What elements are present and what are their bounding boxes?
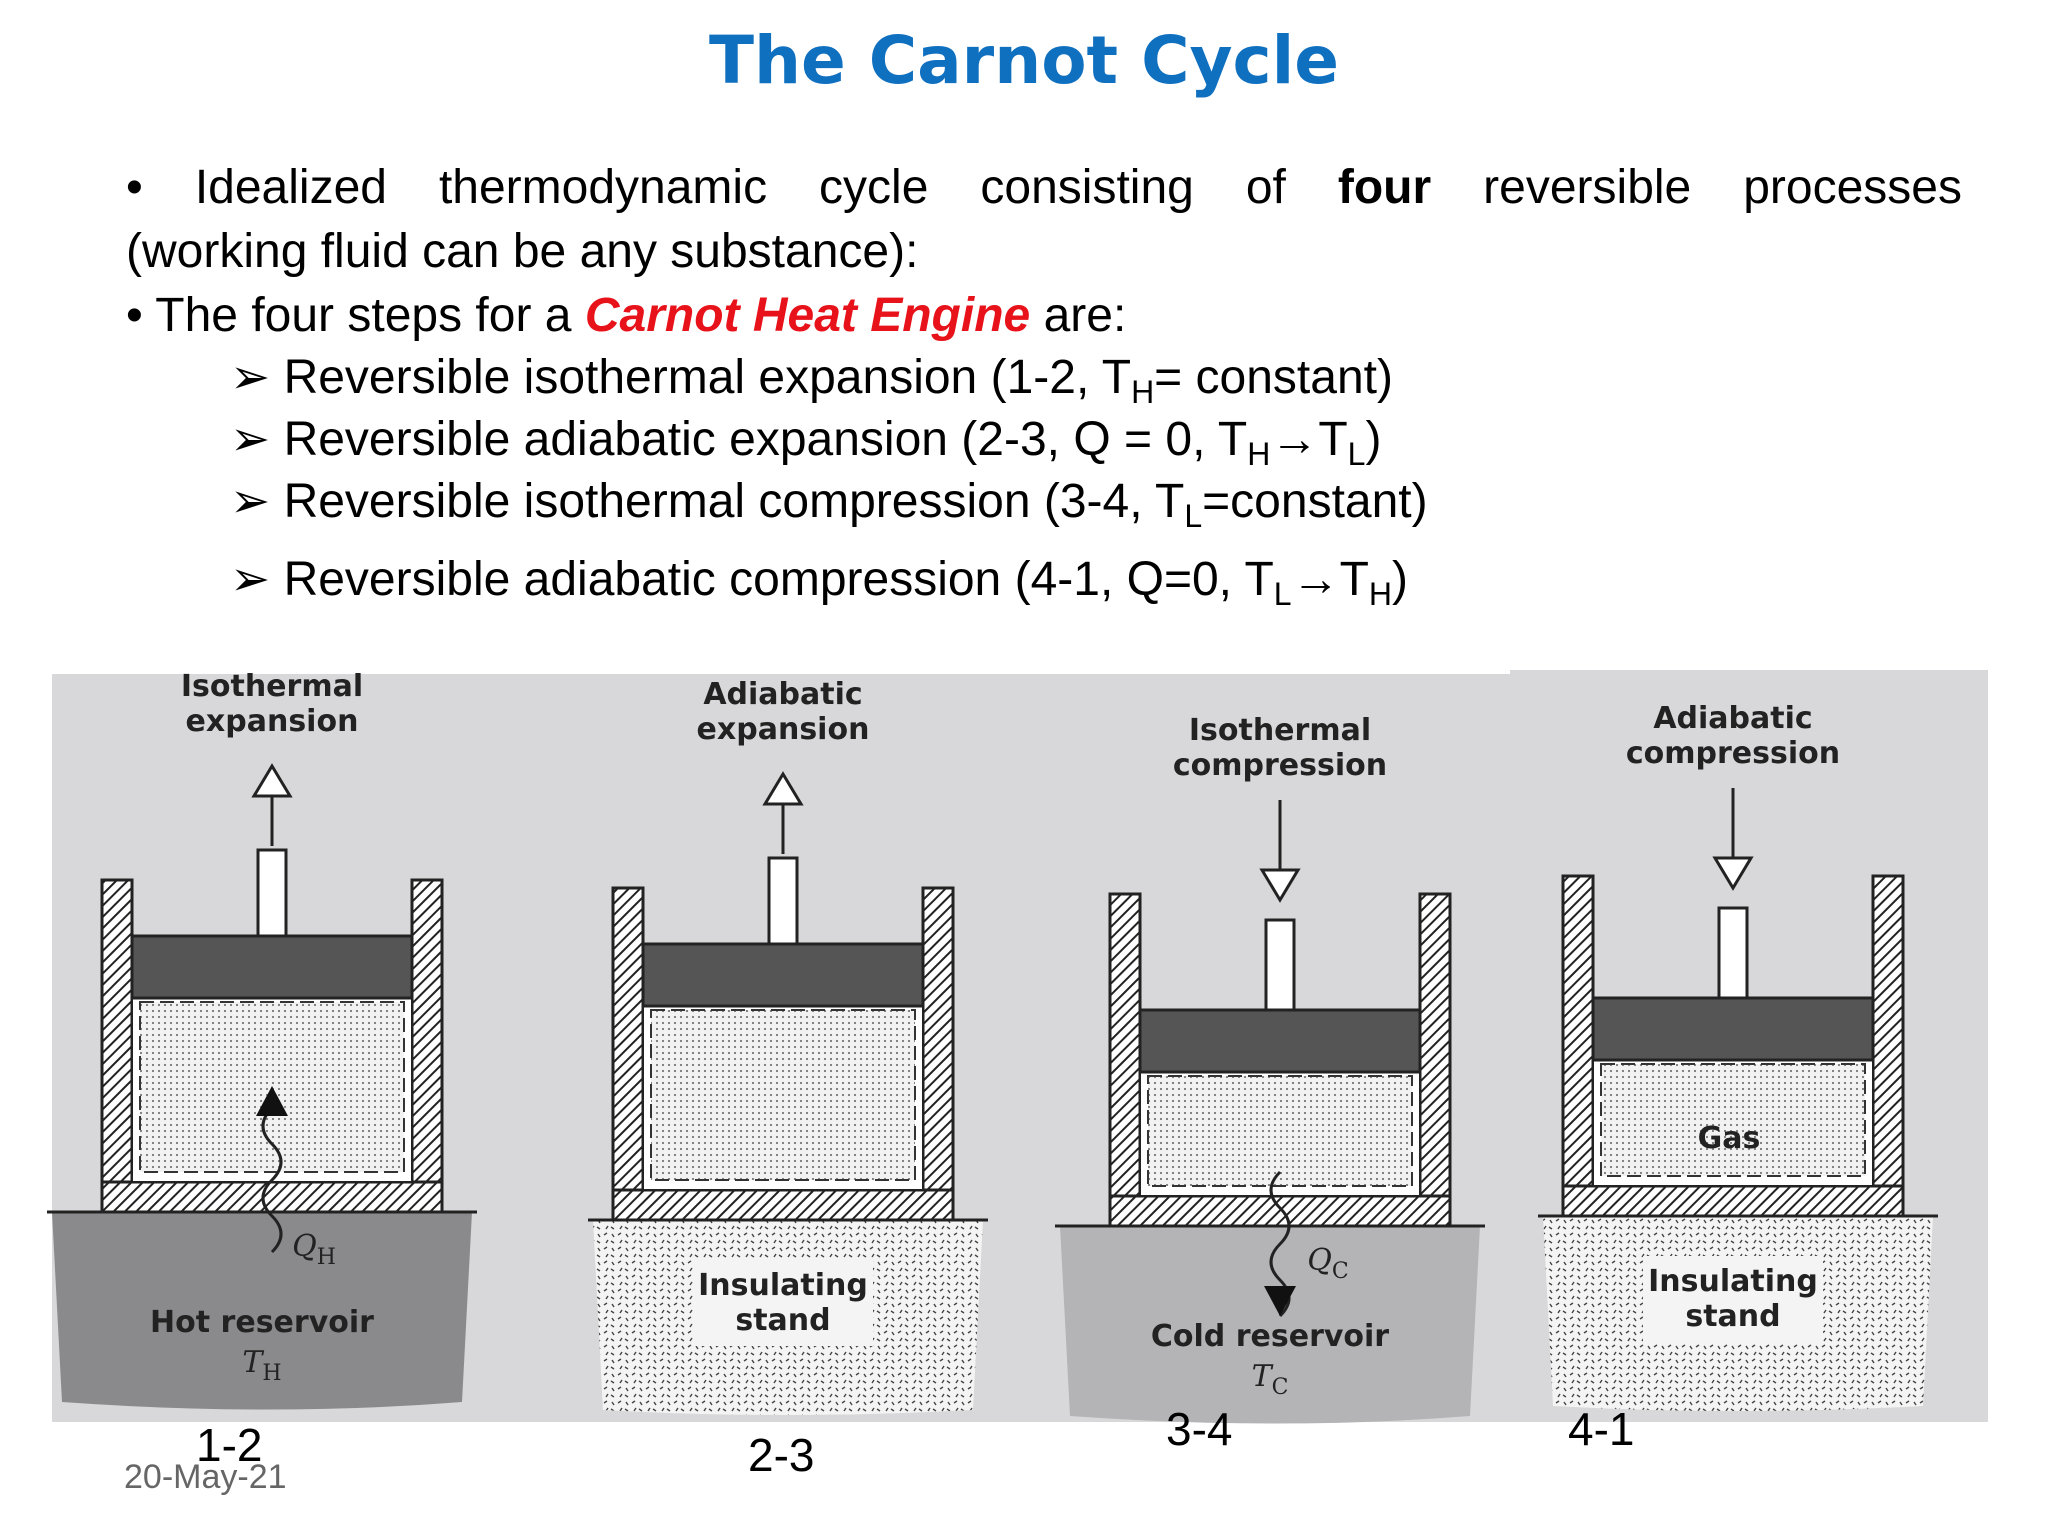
process-title: Isothermal — [1189, 713, 1371, 748]
cylinder-right-wall — [410, 878, 444, 1214]
reservoir-temp-label: TC — [1252, 1359, 1289, 1400]
step-sub: H — [1131, 374, 1155, 410]
down-arrow-icon — [1259, 868, 1301, 903]
step-text-mid: →T — [1270, 413, 1348, 466]
stand-label-bg — [693, 1260, 873, 1346]
cylinder-bottom — [611, 1188, 955, 1222]
cylinder-left-wall — [611, 886, 645, 1222]
cylinder-bottom — [1108, 1194, 1452, 1228]
piston-rod — [1264, 918, 1296, 1012]
piston-rod — [1717, 906, 1749, 1000]
heat-arrow-down-icon — [1264, 1286, 1296, 1316]
reservoir-block — [52, 1212, 472, 1410]
step-sub: H — [1368, 576, 1393, 612]
step-text: Reversible adiabatic expansion (2-3, Q =… — [283, 413, 1248, 466]
bullet-1-text-end: reversible processes — [1483, 161, 1963, 214]
step-text-end: ) — [1365, 413, 1382, 466]
bullet-dot: • — [126, 161, 143, 214]
heat-label: QH — [292, 1229, 336, 1270]
process-title: Isothermal — [181, 669, 363, 704]
slide-date: 20-May-21 — [124, 1458, 287, 1496]
step-text-end: =constant) — [1202, 475, 1428, 528]
reservoir-label: Hot reservoir — [150, 1305, 374, 1340]
step-label-4-1: 4-1 — [1568, 1403, 1635, 1455]
heat-flow-squiggle — [261, 1106, 283, 1254]
heat-arrow-up-icon — [256, 1086, 288, 1116]
step-item-1: ➢ Reversible isothermal expansion (1-2, … — [230, 348, 1393, 408]
process-title-2: expansion — [697, 712, 870, 747]
bullet-2-text-end: are: — [1043, 289, 1127, 342]
step-label-1-2: 1-2 — [196, 1419, 263, 1471]
step-sub: L — [1347, 436, 1366, 472]
cylinder-left-wall — [1561, 874, 1595, 1218]
piston — [1138, 1008, 1422, 1074]
stand-label-2: stand — [735, 1303, 830, 1338]
bullet-1-bold: four — [1337, 161, 1432, 214]
step-text-end: ) — [1392, 553, 1409, 606]
gas-region — [1147, 1075, 1413, 1187]
process-title: Adiabatic — [703, 677, 862, 712]
step-item-3: ➢ Reversible isothermal compression (3-4… — [230, 472, 1428, 532]
process-title-2: compression — [1173, 748, 1387, 783]
gas-region — [1600, 1063, 1866, 1177]
step-text: Reversible isothermal compression (3-4, … — [283, 475, 1185, 528]
piston — [1591, 996, 1875, 1062]
bullet-2: • The four steps for a Carnot Heat Engin… — [126, 284, 1962, 348]
step-label-3-4: 3-4 — [1166, 1403, 1233, 1455]
stand-label: Insulating — [698, 1268, 868, 1303]
stand-label: Insulating — [1648, 1264, 1818, 1299]
step-label-2-3: 2-3 — [748, 1429, 815, 1481]
bullet-1-line-2: (working fluid can be any substance): — [126, 225, 919, 278]
process-title-2: compression — [1626, 736, 1840, 771]
gas-label: Gas — [1698, 1121, 1761, 1156]
cylinder-left-wall — [100, 878, 134, 1214]
gas-region — [650, 1009, 916, 1181]
step-text: Reversible adiabatic compression (4-1, Q… — [283, 553, 1274, 606]
cylinder-left-wall — [1108, 892, 1142, 1228]
process-title-2: expansion — [186, 704, 359, 739]
bullet-1-text: Idealized thermodynamic cycle consisting… — [194, 161, 1286, 214]
stand-label-bg — [1643, 1256, 1823, 1342]
piston — [641, 942, 925, 1008]
arrow-bullet-icon: ➢ — [230, 351, 271, 404]
bullet-2-text: • The four steps for a — [126, 289, 572, 342]
step-text-end: = constant) — [1154, 351, 1393, 404]
cylinder-bottom — [100, 1180, 444, 1214]
process-title: Adiabatic — [1653, 701, 1812, 736]
step-text: Reversible isothermal expansion (1-2, T — [283, 351, 1132, 404]
step-item-2: ➢ Reversible adiabatic expansion (2-3, Q… — [230, 410, 1381, 470]
cylinder-bottom — [1561, 1184, 1905, 1218]
reservoir-label: Cold reservoir — [1151, 1319, 1389, 1354]
heat-label: QC — [1307, 1243, 1348, 1284]
step-item-4: ➢ Reversible adiabatic compression (4-1,… — [230, 550, 1408, 610]
bullet-1-line-1: • Idealized thermodynamic cycle consisti… — [126, 156, 1962, 220]
cylinder-right-wall — [1418, 892, 1452, 1228]
slide-title: The Carnot Cycle — [708, 22, 1340, 99]
step-sub: L — [1273, 576, 1292, 612]
down-arrow-icon — [1712, 856, 1754, 891]
arrow-bullet-icon: ➢ — [230, 553, 271, 606]
up-arrow-icon — [251, 763, 293, 798]
reservoir-temp-label: TH — [242, 1345, 281, 1386]
reservoir-block — [1060, 1226, 1480, 1424]
arrow-bullet-icon: ➢ — [230, 413, 271, 466]
step-sub: L — [1184, 498, 1203, 534]
piston — [130, 934, 414, 1000]
piston-rod — [256, 848, 288, 938]
cylinder-right-wall — [921, 886, 955, 1222]
piston-rod — [767, 856, 799, 946]
step-text-mid: →T — [1291, 553, 1369, 606]
cylinder-right-wall — [1871, 874, 1905, 1218]
step-sub: H — [1247, 436, 1271, 472]
stand-label-2: stand — [1685, 1299, 1780, 1334]
up-arrow-icon — [762, 771, 804, 806]
arrow-bullet-icon: ➢ — [230, 475, 271, 528]
highlight-carnot-heat-engine: Carnot Heat Engine — [584, 289, 1031, 342]
